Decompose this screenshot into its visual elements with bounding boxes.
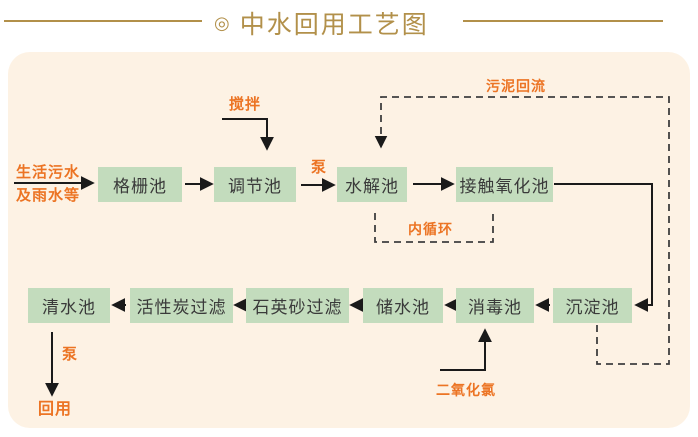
stirring-label: 搅拌 xyxy=(229,96,262,113)
inflow-label-line1: 生活污水 xyxy=(16,164,81,181)
node-regulating-tank: 调节池 xyxy=(214,167,296,202)
chlorine-elbow-arrow xyxy=(440,328,492,371)
inflow-label: 生活污水 及雨水等 xyxy=(16,162,80,207)
node-carbon-filter: 活性炭过滤 xyxy=(130,288,233,323)
page-title: ◎ 中水回用工艺图 xyxy=(214,5,464,41)
title-rule-right xyxy=(463,20,663,22)
reuse-label: 回用 xyxy=(38,401,73,418)
sludge-return-label: 污泥回流 xyxy=(486,78,546,94)
node-clear-water-tank: 清水池 xyxy=(28,288,110,323)
diagram-panel xyxy=(8,52,690,428)
node-quartz-filter: 石英砂过滤 xyxy=(246,288,349,323)
node-storage-tank: 储水池 xyxy=(363,288,443,323)
contact-to-sedimentation-connector xyxy=(554,183,653,312)
bullseye-icon: ◎ xyxy=(214,13,232,33)
internal-circulation-label: 内循环 xyxy=(408,221,453,237)
page-title-text: 中水回用工艺图 xyxy=(239,11,429,39)
internal-circulation-dashed-path xyxy=(374,213,494,243)
chlorine-dioxide-label: 二氧化氯 xyxy=(436,382,496,398)
stirring-elbow-arrow xyxy=(222,118,274,151)
inflow-label-line2: 及雨水等 xyxy=(16,186,81,204)
node-contact-oxidation: 接触氧化池 xyxy=(456,167,553,202)
pump-outlet-label: 泵 xyxy=(62,346,79,363)
node-sedimentation-tank: 沉淀池 xyxy=(553,288,632,323)
title-rule-left xyxy=(4,20,202,22)
node-disinfection-tank: 消毒池 xyxy=(456,288,534,323)
node-grid-tank: 格栅池 xyxy=(98,167,182,202)
node-hydrolysis-tank: 水解池 xyxy=(337,167,407,202)
pump-inlet-label: 泵 xyxy=(311,159,328,176)
sludge-return-dashed-path xyxy=(374,96,670,365)
